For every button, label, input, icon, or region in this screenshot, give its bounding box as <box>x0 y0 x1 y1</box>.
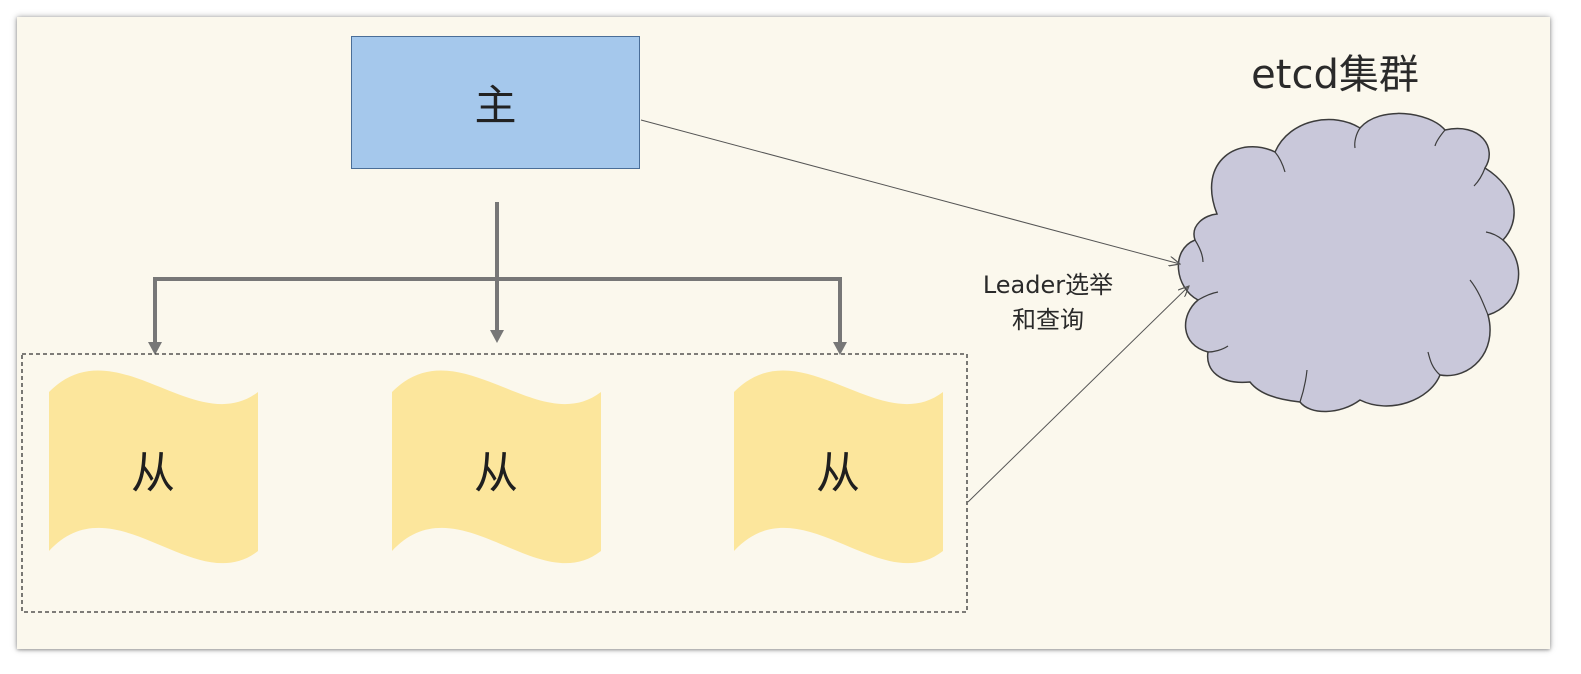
leader-election-label-line2: 和查询 <box>1012 306 1084 334</box>
slave-group-box <box>21 353 968 613</box>
master-label: 主 <box>474 81 517 130</box>
arrowhead-left <box>148 342 162 355</box>
leader-election-label: Leader选举 和查询 <box>960 268 1136 338</box>
arrowhead-right <box>833 342 847 355</box>
slave-label-2: 从 <box>474 448 518 499</box>
arrowhead-middle <box>490 330 504 343</box>
slave-label-1: 从 <box>131 448 175 499</box>
master-to-etcd-arrow <box>640 119 1180 264</box>
slave-shape-2 <box>392 370 601 564</box>
etcd-cluster-title: etcd集群 <box>1251 52 1419 98</box>
connector-tree <box>153 202 842 343</box>
slave-label-3: 从 <box>816 448 860 499</box>
etcd-cloud <box>1177 112 1520 413</box>
slave-shape-1 <box>49 370 258 564</box>
leader-election-label-line1: Leader选举 <box>982 271 1114 299</box>
master-node: 主 <box>351 36 640 169</box>
slaves-to-etcd-arrow <box>967 286 1189 503</box>
connector-arrowheads <box>148 330 847 355</box>
slave-shape-3 <box>734 370 943 564</box>
